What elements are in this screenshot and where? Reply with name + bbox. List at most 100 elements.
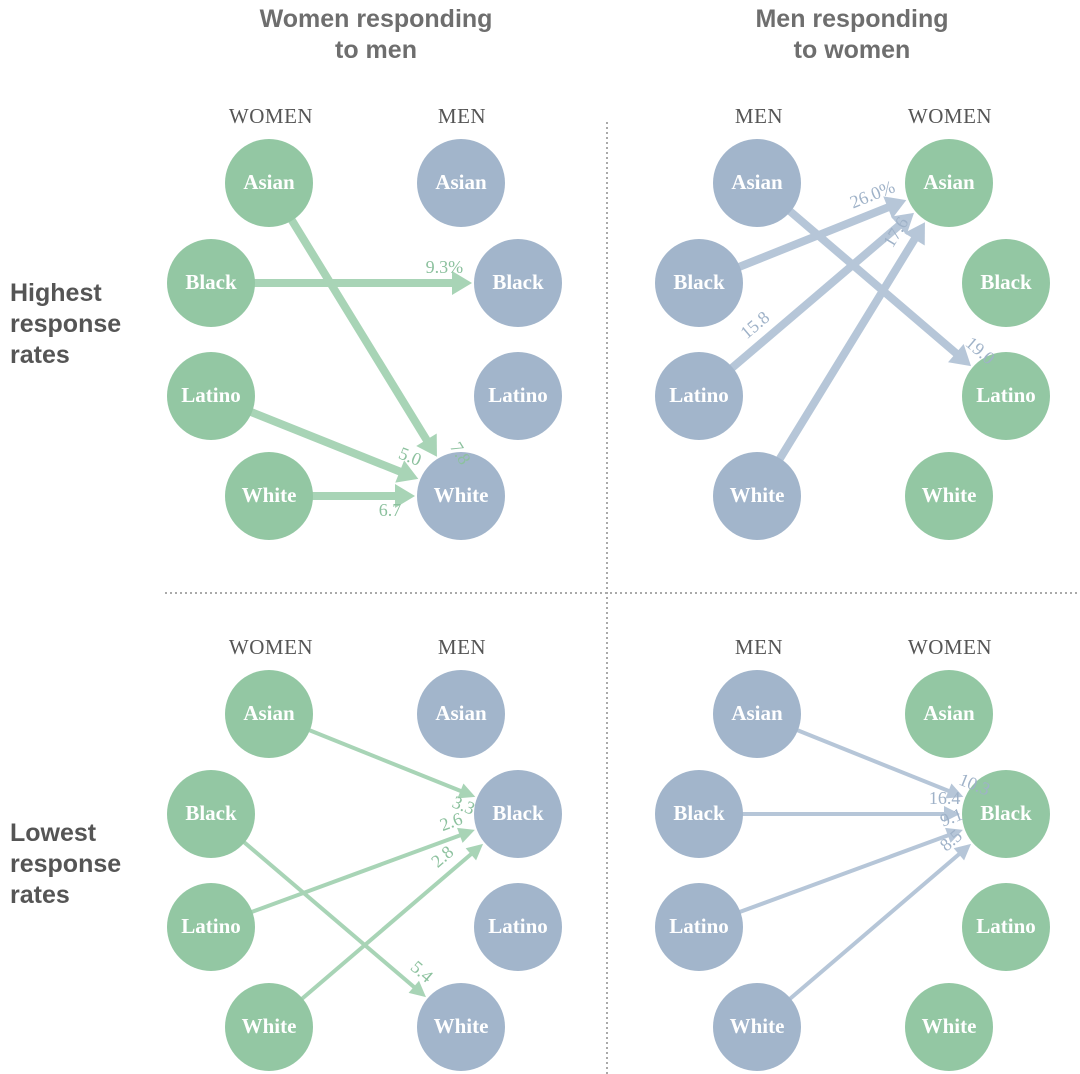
panel-column-header: MEN: [735, 104, 783, 128]
node-label-right-white: White: [922, 1014, 977, 1038]
node-label-right-asian: Asian: [923, 170, 975, 194]
node-label-right-asian: Asian: [435, 170, 487, 194]
edges-group: [246, 215, 472, 508]
column-title-line: to men: [335, 36, 417, 64]
edge-labels-group: 3.32.62.85.4: [407, 792, 478, 987]
node-right-black: [474, 239, 562, 327]
node-right-asian: [905, 139, 993, 227]
arrowhead-white-to-asian: [904, 222, 925, 246]
node-left-latino: [167, 352, 255, 440]
node-right-asian: [417, 139, 505, 227]
column-title-women-responding: Women responding to men: [196, 4, 556, 66]
node-left-latino: [655, 883, 743, 971]
edge-black-to-asian: [734, 203, 892, 272]
node-label-right-asian: Asian: [923, 701, 975, 725]
node-right-black: [962, 239, 1050, 327]
edges-group: [735, 727, 972, 1003]
node-label-left-black: Black: [673, 801, 725, 825]
node-left-latino: [655, 352, 743, 440]
node-left-white: [713, 983, 801, 1071]
edge-asian-to-black: [793, 727, 952, 794]
nodes-group: AsianBlackLatinoWhiteAsianBlackLatinoWhi…: [167, 670, 562, 1071]
node-right-latino: [962, 883, 1050, 971]
node-label-left-latino: Latino: [181, 383, 241, 407]
node-label-right-latino: Latino: [488, 383, 548, 407]
row-title-line: Lowest: [10, 819, 97, 847]
arrowhead-black-to-white: [408, 980, 426, 998]
node-left-asian: [225, 670, 313, 758]
edge-white-to-black: [786, 851, 962, 1003]
node-right-white: [905, 983, 993, 1071]
node-left-white: [713, 452, 801, 540]
node-right-white: [417, 983, 505, 1071]
edges-group: [726, 196, 972, 464]
edge-white-to-black: [298, 851, 474, 1003]
node-right-black: [474, 770, 562, 858]
edge-latino-to-asian: [726, 221, 903, 374]
node-label-left-asian: Asian: [243, 170, 295, 194]
edge-label-black-to-black: 9.3%: [426, 257, 464, 277]
node-left-black: [167, 770, 255, 858]
row-title-line: rates: [10, 881, 70, 909]
node-label-right-black: Black: [492, 801, 544, 825]
node-label-left-latino: Latino: [669, 914, 729, 938]
arrowhead-asian-to-black: [945, 783, 964, 799]
panel-column-header: MEN: [438, 104, 486, 128]
node-label-right-black: Black: [980, 270, 1032, 294]
arrowhead-latino-to-white: [395, 460, 419, 483]
node-label-left-white: White: [242, 483, 297, 507]
node-left-black: [655, 239, 743, 327]
node-label-left-white: White: [730, 1014, 785, 1038]
node-label-right-white: White: [922, 483, 977, 507]
arrowhead-latino-to-asian: [890, 212, 914, 235]
panel-column-header: MEN: [438, 635, 486, 659]
node-left-white: [225, 452, 313, 540]
node-label-left-black: Black: [673, 270, 725, 294]
row-title-line: Highest: [10, 279, 102, 307]
column-title-line: to women: [793, 36, 911, 64]
node-right-asian: [905, 670, 993, 758]
node-right-asian: [417, 670, 505, 758]
node-label-right-asian: Asian: [435, 701, 487, 725]
row-title-line: response: [10, 850, 122, 878]
node-right-white: [905, 452, 993, 540]
node-left-asian: [225, 139, 313, 227]
column-title-men-responding: Men responding to women: [672, 4, 1032, 66]
nodes-group: AsianBlackLatinoWhiteAsianBlackLatinoWhi…: [655, 139, 1050, 540]
panel-column-header: WOMEN: [908, 104, 992, 128]
node-label-left-white: White: [730, 483, 785, 507]
arrowhead-white-to-white: [395, 484, 415, 508]
node-right-white: [417, 452, 505, 540]
panel-column-header: MEN: [735, 635, 783, 659]
nodes-group: AsianBlackLatinoWhiteAsianBlackLatinoWhi…: [655, 670, 1050, 1071]
edge-latino-to-black: [247, 832, 463, 916]
node-label-left-black: Black: [185, 801, 237, 825]
row-title-line: response: [10, 310, 122, 338]
node-label-right-latino: Latino: [976, 383, 1036, 407]
node-label-right-black: Black: [492, 270, 544, 294]
node-right-latino: [962, 352, 1050, 440]
edge-asian-to-latino: [784, 205, 960, 358]
panel-column-header: WOMEN: [908, 635, 992, 659]
node-label-right-white: White: [434, 1014, 489, 1038]
node-label-right-black: Black: [980, 801, 1032, 825]
arrowhead-latino-to-black: [945, 827, 963, 843]
edge-white-to-asian: [774, 235, 919, 464]
node-right-black: [962, 770, 1050, 858]
arrowhead-black-to-black: [944, 806, 960, 822]
column-title-line: Men responding: [755, 5, 949, 33]
edge-latino-to-white: [246, 407, 404, 476]
node-label-left-asian: Asian: [243, 701, 295, 725]
edge-latino-to-black: [735, 832, 951, 916]
edge-asian-to-black: [305, 727, 464, 794]
arrowhead-latino-to-black: [457, 827, 475, 843]
column-title-line: Women responding: [259, 5, 493, 33]
node-left-asian: [713, 139, 801, 227]
arrowhead-white-to-black: [953, 843, 972, 861]
